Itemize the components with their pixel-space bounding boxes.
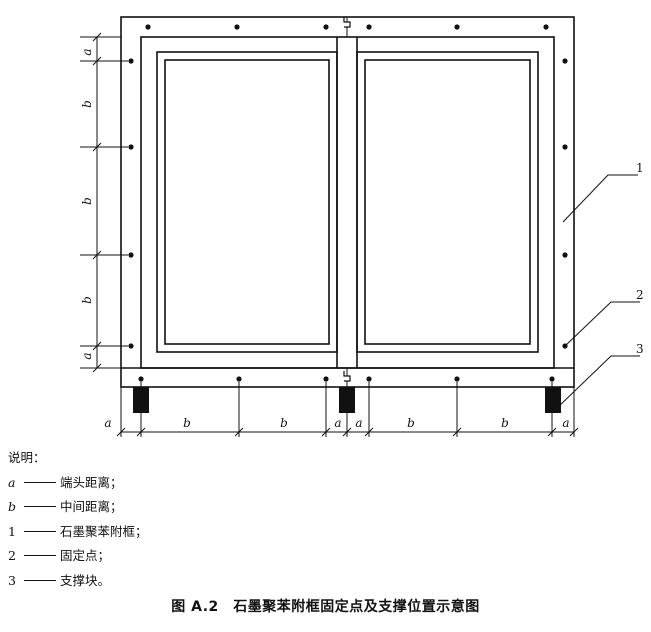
dim-label-b: b <box>80 296 94 304</box>
bottom-joint-notch <box>343 371 351 382</box>
figure-caption: 图 A.2 石墨聚苯附框固定点及支撑位置示意图 <box>171 599 480 615</box>
fixing-point <box>454 376 460 382</box>
callout-2-leader <box>564 301 640 347</box>
fixing-point <box>562 58 568 64</box>
dim-label-b: b <box>183 416 191 430</box>
legend-dash <box>24 530 56 532</box>
callout-3-number: 3 <box>636 342 644 356</box>
legend-text: 固定点； <box>60 548 111 563</box>
fixing-point <box>543 24 549 30</box>
left-sash-inner <box>164 59 330 345</box>
legend-key: 2 <box>8 548 16 563</box>
fixing-point <box>562 144 568 150</box>
callout-1-number: 1 <box>636 161 644 175</box>
fixing-point <box>236 376 242 382</box>
legend-key: b <box>8 499 17 514</box>
fixing-point <box>145 24 151 30</box>
horizontal-dimension-chain <box>116 382 579 437</box>
legend-item: b 中间距离； <box>8 495 148 520</box>
fixing-points <box>128 24 568 382</box>
outer-frame <box>120 16 575 388</box>
fixing-point <box>562 252 568 258</box>
callout-1-leader <box>562 174 638 223</box>
legend-item: a 端头距离； <box>8 471 148 496</box>
fixing-point <box>549 376 555 382</box>
legend-key: 1 <box>8 523 16 539</box>
fixing-point <box>454 24 460 30</box>
legend-dash <box>24 481 56 483</box>
dim-label-a: a <box>334 416 341 430</box>
callout-3-leader <box>555 355 640 410</box>
fixing-point <box>323 24 329 30</box>
fixing-point <box>128 144 134 150</box>
legend-item: 1 石墨聚苯附框； <box>8 520 148 545</box>
legend-dash <box>24 555 56 556</box>
fixing-point <box>128 58 134 64</box>
fixing-point <box>366 376 372 382</box>
dim-label-a: a <box>355 416 362 430</box>
callout-2-number: 2 <box>636 288 644 302</box>
dim-label-a: a <box>562 416 569 430</box>
dim-label-b: b <box>80 100 94 108</box>
legend-text: 中间距离； <box>60 499 123 514</box>
dim-label-b: b <box>407 416 415 430</box>
vertical-dimension-chain <box>80 32 128 373</box>
left-sash-outer <box>156 51 338 353</box>
dim-label-b: b <box>80 197 94 205</box>
dim-label-a: a <box>104 416 111 430</box>
legend-text: 支撑块。 <box>60 572 111 588</box>
legend-key: 3 <box>8 572 16 588</box>
dim-label-a: a <box>80 48 94 55</box>
inner-frame-edge <box>140 36 555 369</box>
legend: 说明： a 端头距离； b 中间距离； 1 石墨聚苯附框； 2 固定点； 3 支撑块。 <box>8 446 148 593</box>
support-block <box>339 387 355 413</box>
fixing-point <box>138 376 144 382</box>
fixing-point <box>366 24 372 30</box>
legend-text: 端头距离； <box>60 474 123 490</box>
fixing-point <box>323 376 329 382</box>
fixing-point <box>234 24 240 30</box>
dim-label-b: b <box>280 416 288 430</box>
top-joint-notch <box>343 17 351 28</box>
legend-key: a <box>8 474 16 490</box>
right-sash-outer <box>356 51 539 353</box>
right-sash-inner <box>364 59 531 345</box>
fixing-point <box>128 252 134 258</box>
legend-text: 石墨聚苯附框； <box>60 523 148 539</box>
dim-label-b: b <box>501 416 509 430</box>
legend-item: 2 固定点； <box>8 544 148 569</box>
legend-heading: 说明： <box>8 450 46 465</box>
legend-dash <box>24 579 56 581</box>
dim-label-a: a <box>80 352 94 359</box>
legend-dash <box>24 506 56 507</box>
support-block <box>545 387 561 413</box>
legend-item: 3 支撑块。 <box>8 569 148 594</box>
frame-diagram: a b b b a a b b a a b b a 1 2 3 <box>80 16 644 437</box>
fixing-point <box>128 343 134 349</box>
